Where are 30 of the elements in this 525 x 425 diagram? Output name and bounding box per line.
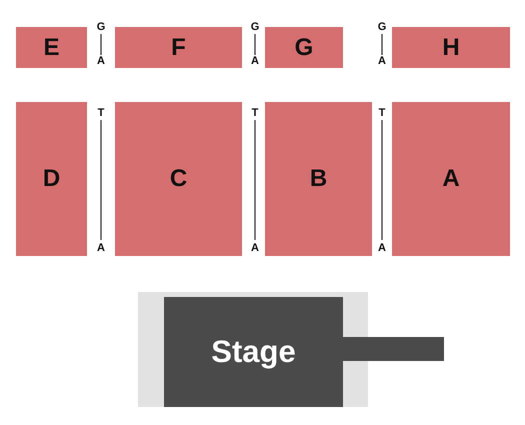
aisle-label: A xyxy=(377,242,387,254)
section-label: E xyxy=(43,34,60,62)
aisle-label: T xyxy=(378,107,386,119)
section-label: C xyxy=(170,165,188,193)
aisle-label: T xyxy=(250,107,260,119)
aisle-label: A xyxy=(250,242,260,254)
aisle-label: G xyxy=(376,21,388,33)
section-label: D xyxy=(42,165,60,193)
section-label: H xyxy=(442,34,460,62)
stage-label: Stage xyxy=(211,334,296,370)
aisle-label: G xyxy=(250,21,260,33)
seating-section xyxy=(392,27,510,68)
seating-section xyxy=(265,102,372,256)
section-label: A xyxy=(442,165,460,193)
aisle-label: A xyxy=(96,242,106,254)
stage-area xyxy=(164,297,343,407)
seating-section xyxy=(115,27,242,68)
seating-section xyxy=(16,27,87,68)
seating-section xyxy=(115,102,242,256)
seating-section xyxy=(16,102,87,256)
section-label: G xyxy=(294,34,314,62)
seating-section xyxy=(392,102,510,256)
aisle-label: G xyxy=(96,21,106,33)
aisle-label: A xyxy=(96,55,106,67)
aisle-label: A xyxy=(250,55,260,67)
section-label: B xyxy=(310,165,328,193)
aisle-label: A xyxy=(377,55,387,67)
seating-section xyxy=(265,27,343,68)
aisle-label: T xyxy=(96,107,106,119)
section-label: F xyxy=(171,34,186,62)
